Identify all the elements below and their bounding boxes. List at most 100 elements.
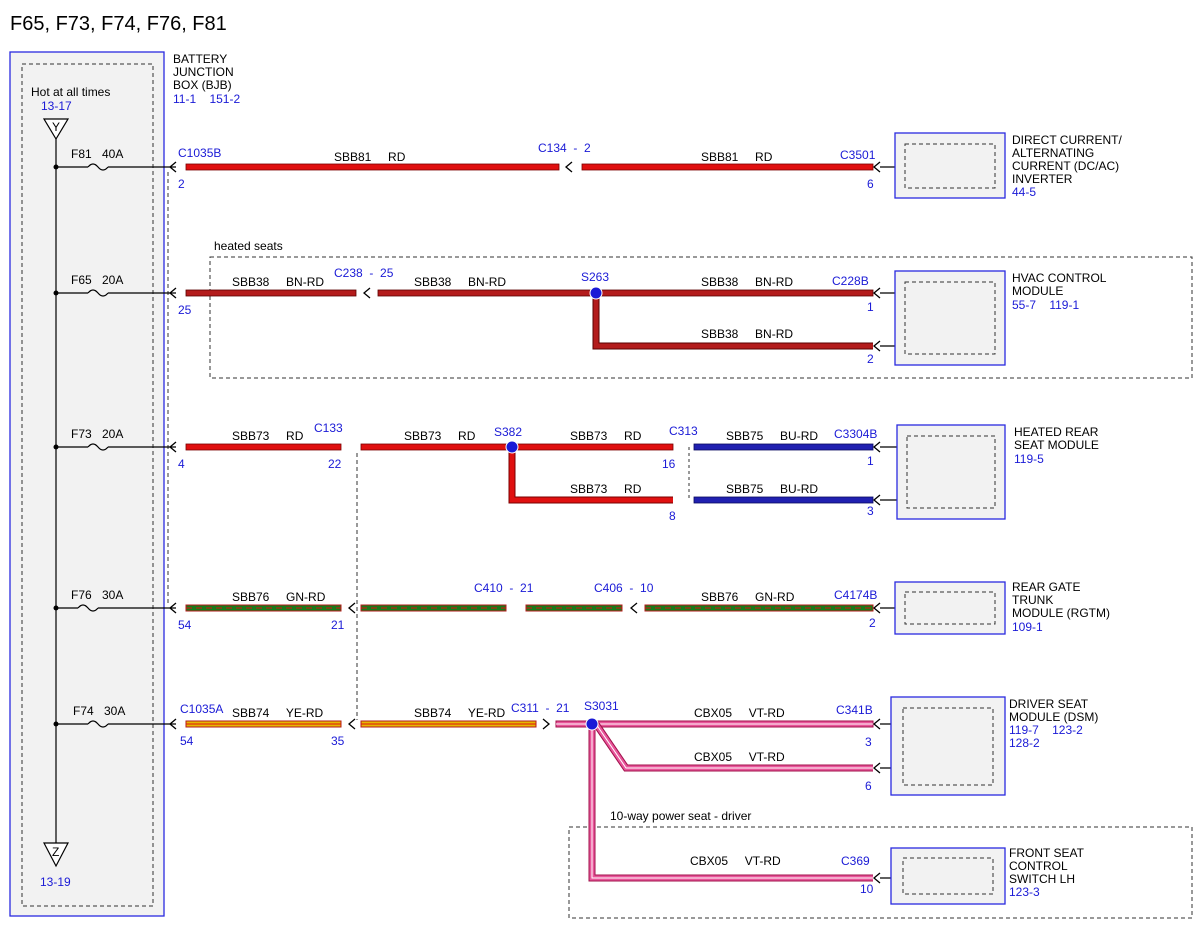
fuse-id: F76 [71,588,92,602]
wire-sbb38-b[interactable] [377,289,874,297]
heated-seats-label: heated seats [214,239,283,253]
pin-label: 6 [867,177,874,191]
wire-label: SBB76 GN-RD [232,590,326,604]
pin-label: 4 [178,457,185,471]
circuit-sbb74: C1035A 54 SBB74 YE-RD 35 SBB74 YE-RD C31… [169,699,905,896]
connector-c3304b[interactable]: C3304B [834,427,877,441]
circuit-sbb76: 54 SBB76 GN-RD 21 C410 - 21 C406 - 10 SB… [169,581,905,632]
circuit-sbb73: 4 SBB73 RD C133 22 SBB73 RD S382 SBB73 R… [169,421,905,523]
fuse-amps: 40A [102,147,123,161]
module-ref-2: 128-2 [1009,736,1040,750]
fuse-icon [87,720,109,728]
fuse-amps: 20A [102,427,123,441]
hot-ref[interactable]: 13-17 [41,99,72,113]
bjb-name-line-2: JUNCTION [173,65,234,79]
connector-c228b[interactable]: C228B [832,274,869,288]
fuse-f81[interactable]: F81 40A [53,147,177,171]
wire-sbb38-c[interactable] [593,293,873,349]
pin-label: 54 [178,618,192,632]
fuse-amps: 30A [102,588,123,602]
module-ref: 119-7 123-2 [1009,723,1083,737]
module-name-line: MODULE [1012,284,1063,298]
pin-label: 21 [331,618,345,632]
wire-sbb38-a[interactable] [185,289,357,297]
wire-label: SBB73 RD [570,429,642,443]
module-hvac[interactable]: HVAC CONTROL MODULE 55-7 119-1 [894,270,1107,366]
fuse-f73[interactable]: F73 20A [53,427,177,451]
connector-c134[interactable]: C134 - 2 [538,141,591,155]
pin-label: 54 [180,734,194,748]
pin-label: 22 [328,457,342,471]
pin-label: 3 [867,504,874,518]
wire-label: SBB76 GN-RD [701,590,795,604]
pin-label: 1 [867,454,874,468]
wire-label: SBB73 RD [570,482,642,496]
splice-s382[interactable] [505,440,519,454]
connector-c3501[interactable]: C3501 [840,148,876,162]
hot-at-all-times-label: Hot at all times [31,85,110,99]
module-front-seat-control-switch[interactable]: FRONT SEAT CONTROL SWITCH LH 123-3 [890,846,1085,905]
connector-c369[interactable]: C369 [841,854,870,868]
power-seat-label: 10-way power seat - driver [610,809,751,823]
connector-c341b[interactable]: C341B [836,703,873,717]
module-ref: 119-5 [1014,452,1044,466]
module-name-line: REAR GATE [1012,580,1080,594]
bjb-bottom-ref[interactable]: 13-19 [40,875,71,889]
module-ref: 109-1 [1012,620,1043,634]
splice-label-s263: S263 [581,270,609,284]
module-rgtm[interactable]: REAR GATE TRUNK MODULE (RGTM) 109-1 [894,580,1110,635]
connector-c133[interactable]: C133 [314,421,343,435]
pin-label: 3 [865,735,872,749]
connector-c1035b[interactable]: C1035B [178,146,221,160]
pin-label: 1 [867,300,874,314]
module-name-line: MODULE (DSM) [1009,710,1098,724]
pin-label: 16 [662,457,676,471]
fuse-f65[interactable]: F65 20A [53,273,177,297]
pin-label: 35 [331,734,345,748]
wire-sbb81-b[interactable] [581,163,874,171]
connector-c238[interactable]: C238 - 25 [334,266,394,280]
y-symbol: Y [52,120,60,134]
connector-c4174b[interactable]: C4174B [834,588,877,602]
wire-label: SBB75 BU-RD [726,429,818,443]
fuse-id: F81 [71,147,92,161]
circuit-sbb38: 25 SBB38 BN-RD C238 - 25 SBB38 BN-RD S26… [169,266,905,366]
wire-label: SBB81 RD [701,150,773,164]
wire-label: CBX05 VT-RD [694,750,785,764]
page-title: F65, F73, F74, F76, F81 [10,13,227,35]
wire-sbb81-a[interactable] [185,163,560,171]
pin-label: 2 [178,177,185,191]
splice-s3031[interactable] [585,717,599,731]
fuse-icon [77,604,99,612]
wire-sbb75-b[interactable] [693,496,874,504]
z-symbol: Z [52,845,59,859]
module-dcac-inverter[interactable]: DIRECT CURRENT/ ALTERNATING CURRENT (DC/… [894,132,1122,199]
wire-label: SBB74 YE-RD [414,706,505,720]
connector-c313[interactable]: C313 [669,424,698,438]
module-heated-rear-seat[interactable]: HEATED REAR SEAT MODULE 119-5 [896,424,1099,520]
fuse-f74[interactable]: F74 30A [53,704,177,728]
connector-c311[interactable]: C311 - 21 [511,701,570,715]
wire-sbb73-c[interactable] [509,447,673,503]
module-name-line: FRONT SEAT [1009,846,1085,860]
connector-c406[interactable]: C406 - 10 [594,581,654,595]
y-connector-icon [42,118,70,141]
connector-c410[interactable]: C410 - 21 [474,581,534,595]
pin-label: 10 [860,882,874,896]
fuse-f76[interactable]: F76 30A [53,588,177,612]
wire-sbb75-a[interactable] [693,443,874,451]
connector-c1035a[interactable]: C1035A [180,702,223,716]
splice-label-s382: S382 [494,425,522,439]
module-name-line: CURRENT (DC/AC) [1012,159,1119,173]
module-name-line: ALTERNATING [1012,146,1094,160]
splice-s263[interactable] [589,286,603,300]
wire-label: SBB38 BN-RD [701,327,793,341]
fuse-id: F74 [73,704,94,718]
pin-label: 6 [865,779,872,793]
wire-sbb73-a[interactable] [185,443,342,451]
battery-junction-box: BATTERY JUNCTION BOX (BJB) 11-1 151-2 Ho… [9,51,240,917]
bjb-refs[interactable]: 11-1 151-2 [173,92,240,106]
wire-label: SBB73 RD [404,429,476,443]
z-connector-icon [43,842,69,868]
module-driver-seat[interactable]: DRIVER SEAT MODULE (DSM) 119-7 123-2 128… [890,696,1098,796]
